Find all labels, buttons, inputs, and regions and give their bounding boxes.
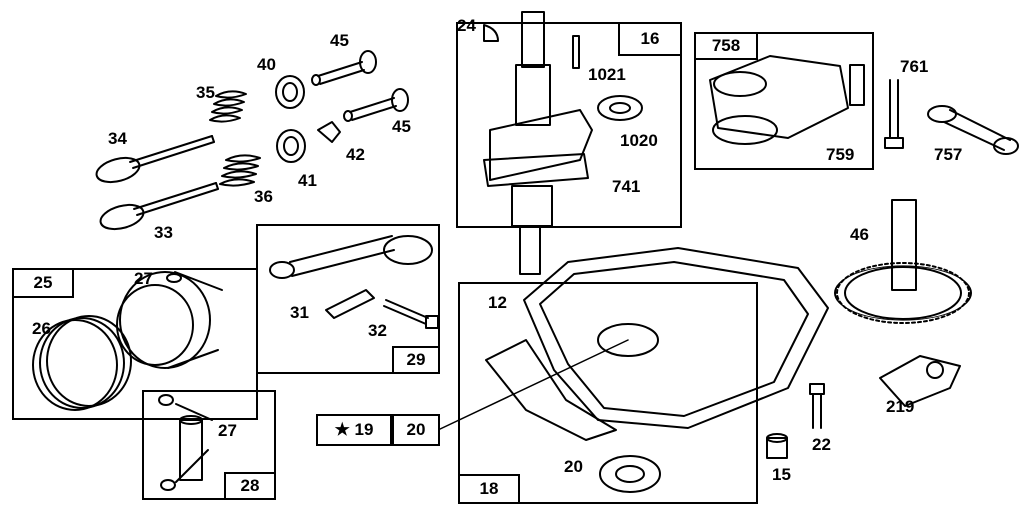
label-27-upper: 27 [134,269,153,288]
camshaft-46 [834,199,972,324]
leader-line-20 [437,339,629,431]
label-22: 22 [812,435,831,454]
governor-219 [879,355,961,407]
label-32: 32 [368,321,387,340]
connecting-rod-757 [927,105,1019,155]
seal-1020 [597,95,643,121]
label-36: 36 [254,187,273,206]
group-box-758 [694,32,874,170]
sump-base-12 [485,247,829,441]
label-45-lower: 45 [392,117,411,136]
label-40: 40 [257,55,276,74]
tag-29: 29 [392,346,440,374]
connecting-rod-31 [269,235,433,279]
wrist-pin-28 [158,394,213,491]
label-1020: 1020 [620,131,658,150]
tag-19: ★ 19 [316,414,392,446]
label-33: 33 [154,223,173,242]
label-757: 757 [934,145,963,164]
label-219: 219 [886,397,915,416]
rod-cap-758 [709,55,849,145]
group-box-29 [256,224,440,374]
valve-spring-36 [219,154,261,187]
piston-rings [32,315,132,411]
tag-25: 25 [12,268,74,298]
label-34: 34 [108,129,127,148]
group-box-28 [142,390,276,500]
label-27-lower: 27 [218,421,237,440]
pin-1021 [572,35,580,69]
exhaust-valve-34 [95,135,215,184]
valve-keeper-42 [317,121,341,143]
tag-18: 18 [458,474,520,504]
valve-spring-35 [209,90,247,123]
key-24 [483,24,499,42]
retainer-clip-27a [166,273,182,283]
label-761: 761 [900,57,929,76]
group-box-16 [456,22,682,228]
group-box-18 [458,282,758,504]
label-741: 741 [612,177,641,196]
dowel-759 [849,64,865,106]
dipper-31 [325,289,375,319]
label-1021: 1021 [588,65,626,84]
spring-retainer-40 [275,75,305,109]
spring-retainer-41 [276,129,306,163]
tag-16: 16 [618,22,682,56]
piston-26 [116,271,223,369]
label-45-upper: 45 [330,31,349,50]
bolt-22 [809,383,825,429]
crankshaft-741 [483,11,593,275]
plug-15 [766,433,788,459]
tag-758: 758 [694,32,758,60]
label-31: 31 [290,303,309,322]
label-15: 15 [772,465,791,484]
label-35: 35 [196,83,215,102]
label-12: 12 [488,293,507,312]
bolt-761 [884,79,904,149]
label-20-lower: 20 [564,457,583,476]
label-41: 41 [298,171,317,190]
label-26: 26 [32,319,51,338]
tag-20: 20 [392,414,440,446]
label-24: 24 [457,16,476,35]
intake-valve-33 [99,182,219,231]
tappet-45-upper [311,50,377,86]
tappet-45-lower [343,88,409,122]
label-759: 759 [826,145,855,164]
label-46: 46 [850,225,869,244]
tag-28: 28 [224,472,276,500]
label-42: 42 [346,145,365,164]
seal-20 [599,455,661,493]
